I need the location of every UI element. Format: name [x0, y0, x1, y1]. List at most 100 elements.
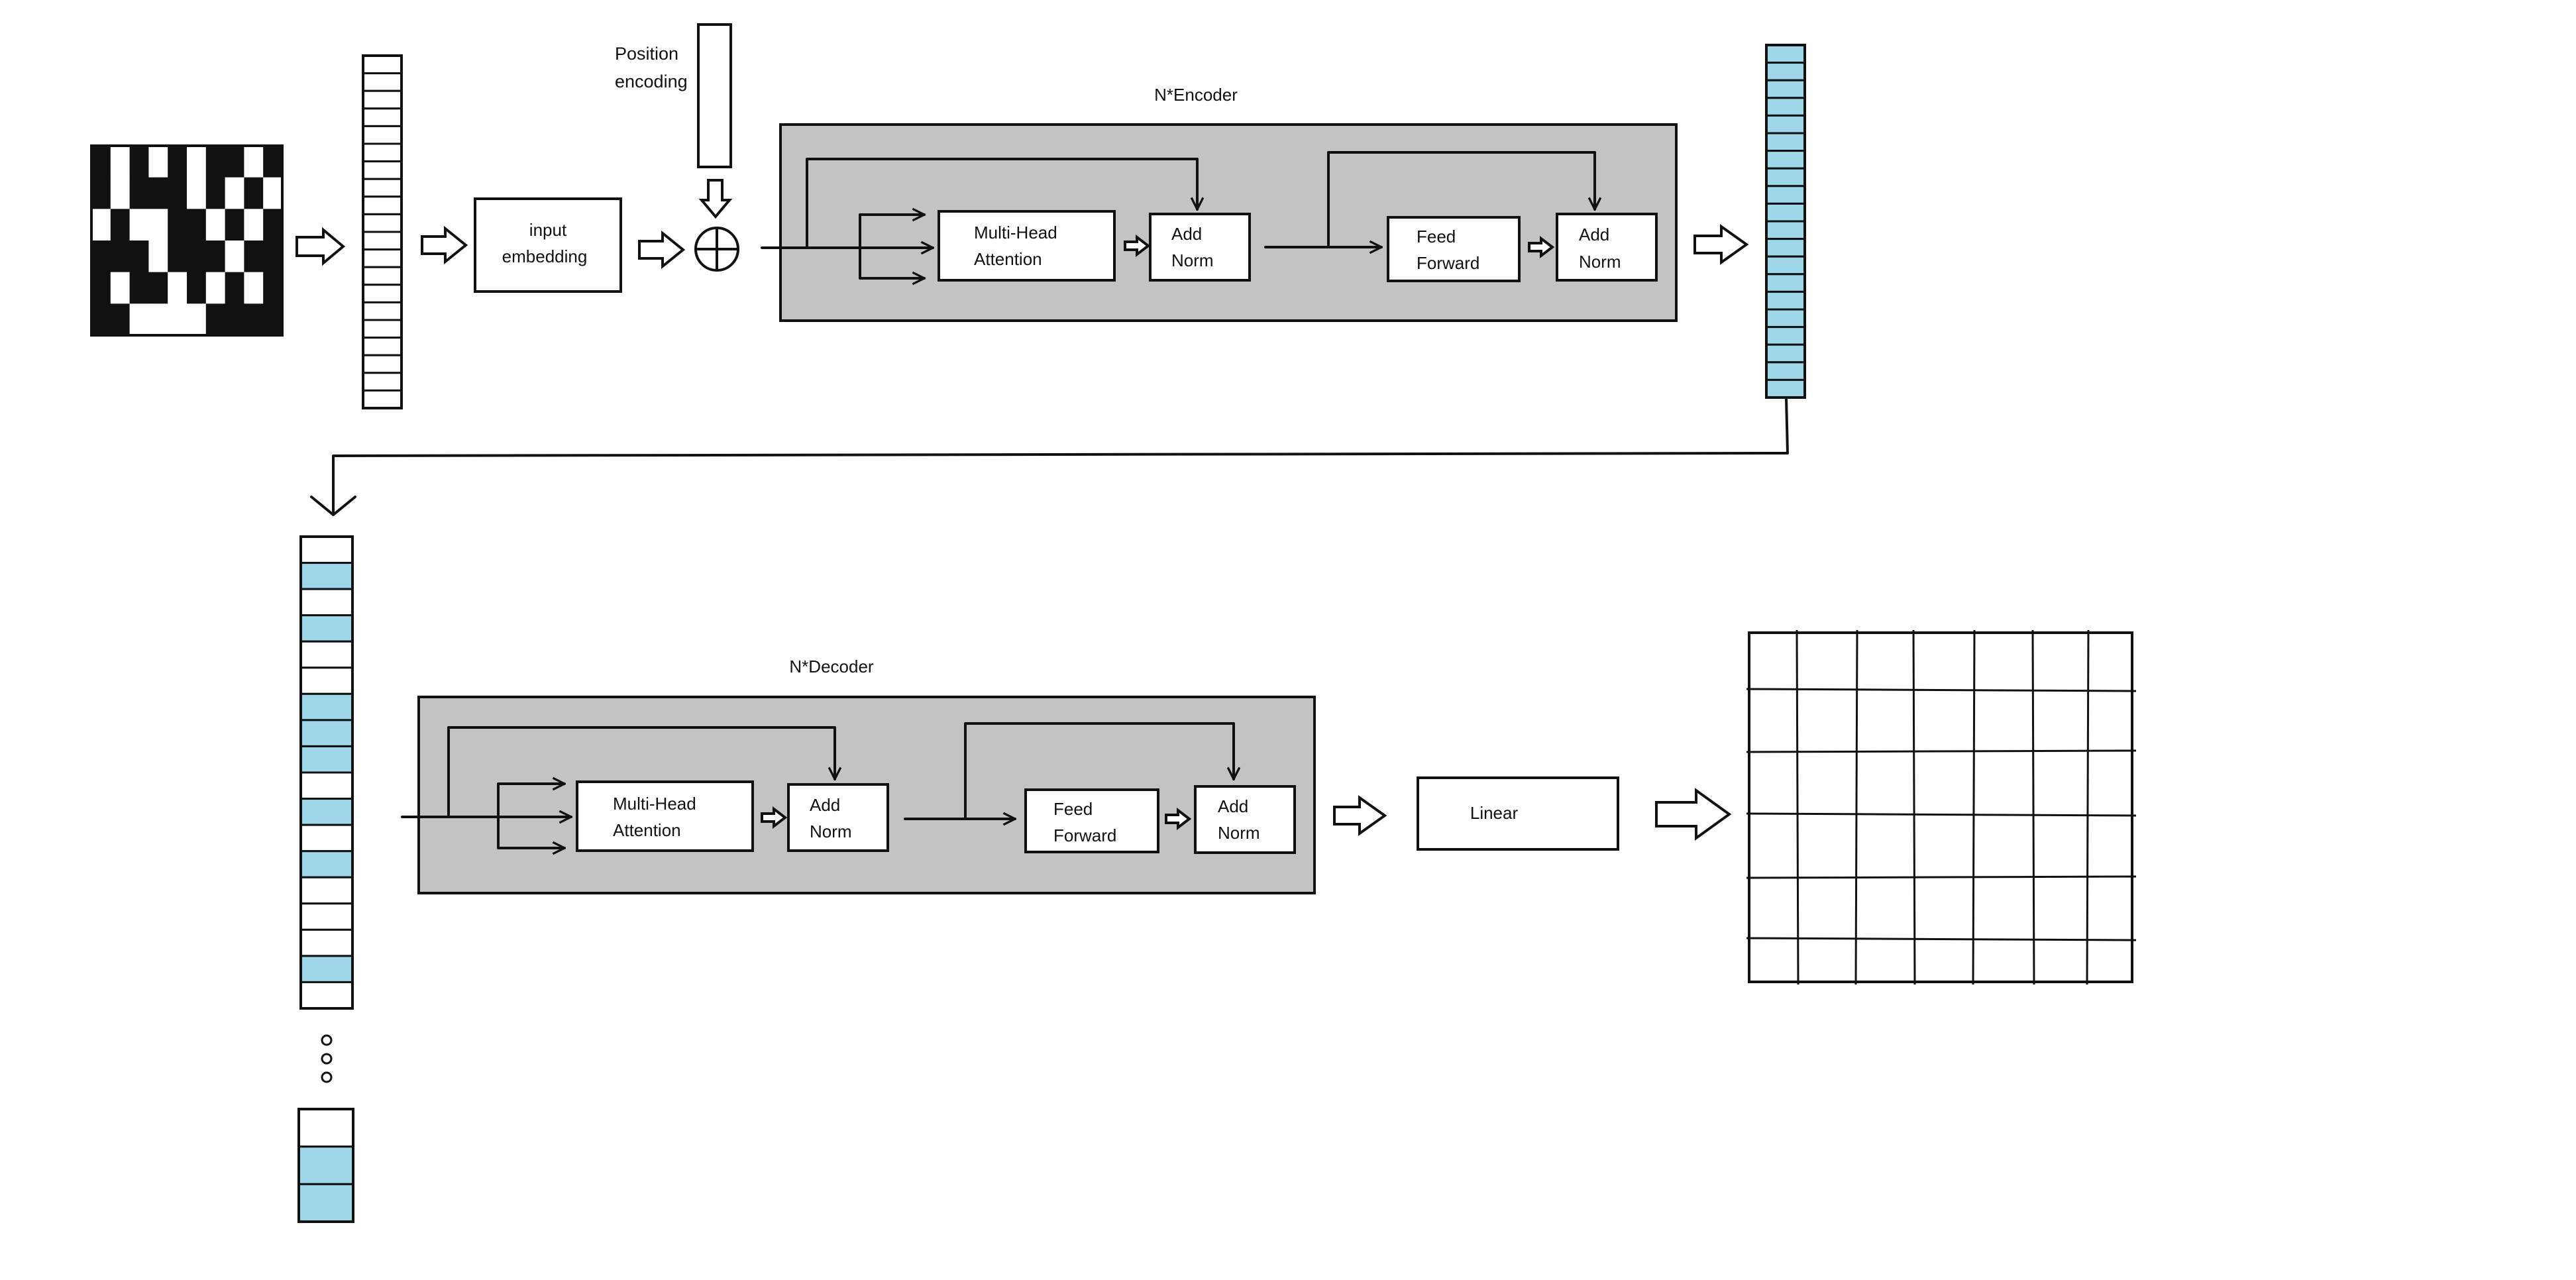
input-embedding-label-line2: embedding	[502, 246, 588, 266]
grid-cell	[91, 303, 111, 336]
encoder-output-cell	[1765, 308, 1806, 329]
output-grid-col-line	[1796, 629, 1799, 985]
small-hollow-arrow-icon	[761, 806, 788, 829]
decoder-feed-forward-label-line2: Forward	[1053, 826, 1116, 845]
encoder-add-norm2-label-line2: Norm	[1579, 252, 1621, 272]
grid-cell	[225, 209, 244, 241]
grid-cell	[91, 177, 111, 209]
encoder-add-norm1-label-line1: Add	[1171, 224, 1202, 244]
ellipsis-dots	[321, 1034, 333, 1083]
decoder-input-tail-cell-border	[297, 1108, 354, 1223]
decoder-add-norm1-label-line2: Norm	[810, 822, 852, 841]
encoder-multi-head-attention	[938, 210, 1116, 282]
encoder-output-cell	[1765, 44, 1806, 64]
encoder-feed-forward	[1387, 216, 1521, 282]
encoder-output-column	[1765, 44, 1806, 399]
encoder-output-cell	[1765, 185, 1806, 205]
grid-cell	[205, 209, 226, 241]
grid-cell	[187, 272, 207, 304]
small-hollow-arrow-icon	[1165, 807, 1192, 831]
token-cell	[362, 266, 403, 286]
grid-cell	[205, 240, 226, 273]
small-hollow-arrow-icon	[1528, 235, 1555, 259]
grid-cell	[187, 303, 207, 336]
grid-cell	[148, 272, 168, 304]
decoder-input-cell	[299, 876, 354, 905]
token-cell	[362, 284, 403, 303]
grid-cell	[263, 272, 283, 304]
decoder-input-cell	[299, 824, 354, 853]
grid-cell	[129, 209, 149, 241]
grid-cell	[110, 240, 131, 273]
connector-arrowhead	[310, 496, 356, 516]
input-embedding-label-line1: input	[529, 220, 567, 240]
decoder-input-column	[299, 535, 354, 1010]
encoder-to-decoder-connector	[332, 396, 1789, 515]
hollow-arrow-icon	[1655, 788, 1732, 841]
token-cell-border	[362, 54, 403, 409]
encoder-output-cell	[1765, 150, 1806, 170]
hollow-arrow-icon	[295, 227, 346, 266]
grid-cell	[244, 240, 264, 273]
encoder-output-cell	[1765, 273, 1806, 293]
encoder-attention-label-line2: Attention	[974, 249, 1042, 269]
position-encoding: Position encoding	[615, 23, 732, 168]
decoder-input-cell	[299, 588, 354, 617]
decoder-add-norm2-label-line2: Norm	[1218, 823, 1260, 843]
token-cell	[362, 354, 403, 374]
grid-cell	[110, 272, 131, 304]
flattened-token-column	[362, 54, 403, 409]
grid-cell	[168, 240, 188, 273]
grid-cell	[168, 146, 188, 178]
token-cell	[362, 195, 403, 215]
output-grid-row-line	[1746, 812, 2137, 817]
token-cell	[362, 213, 403, 233]
grid-cell	[129, 272, 149, 304]
token-cell	[362, 372, 403, 392]
decoder-input-tail-column	[297, 1108, 354, 1223]
grid-cell	[244, 272, 264, 304]
grid-cell	[187, 240, 207, 273]
decoder-input-cell	[299, 850, 354, 879]
grid-cell	[148, 209, 168, 241]
position-encoding-vector	[697, 23, 732, 168]
decoder-feed-forward-label-line1: Feed	[1053, 799, 1093, 819]
decoder-input-cell	[299, 692, 354, 721]
decoder-add-norm1-label-line1: Add	[810, 795, 840, 815]
add-circle-icon	[694, 227, 739, 272]
linear-label: Linear	[1470, 803, 1519, 823]
encoder-add-norm2-label-line1: Add	[1579, 225, 1609, 244]
output-grid-col-line	[1854, 629, 1858, 985]
decoder-attention-label-line2: Attention	[613, 820, 681, 840]
output-grid-row-line	[1746, 937, 2137, 941]
encoder-output-cell	[1765, 97, 1806, 117]
decoder-block: N*Decoder Multi-Head Attention Add Norm …	[401, 657, 1316, 894]
decoder-input-cell	[299, 928, 354, 957]
token-cell	[362, 160, 403, 180]
grid-cell	[244, 146, 264, 178]
grid-cell	[110, 146, 131, 178]
decoder-input-cell	[299, 955, 354, 983]
encoder-feed-forward-label-line2: Forward	[1417, 253, 1479, 273]
grid-cell	[110, 209, 131, 241]
encoder-add-norm-1	[1149, 213, 1251, 282]
encoder-output-cell	[1765, 79, 1806, 99]
grid-cell	[263, 209, 283, 241]
position-encoding-label-line1: Position	[615, 44, 678, 64]
decoder-input-cell-border	[299, 535, 354, 1010]
linear-block: Linear	[1417, 776, 1619, 851]
token-cell	[362, 231, 403, 251]
decoder-input-cell	[299, 981, 354, 1010]
grid-cell	[129, 177, 149, 209]
encoder-output-cell	[1765, 378, 1806, 399]
output-grid-row-line	[1746, 749, 2137, 753]
token-cell	[362, 142, 403, 163]
encoder-output-cell	[1765, 326, 1806, 346]
decoder-feed-forward	[1024, 788, 1159, 853]
output-grid-row-line	[1746, 688, 2137, 692]
grid-cell	[129, 240, 149, 273]
encoder-title: N*Encoder	[1154, 85, 1238, 105]
grid-cell	[263, 240, 283, 273]
grid-cell	[263, 146, 283, 178]
output-grid-row-line	[1746, 875, 2137, 879]
